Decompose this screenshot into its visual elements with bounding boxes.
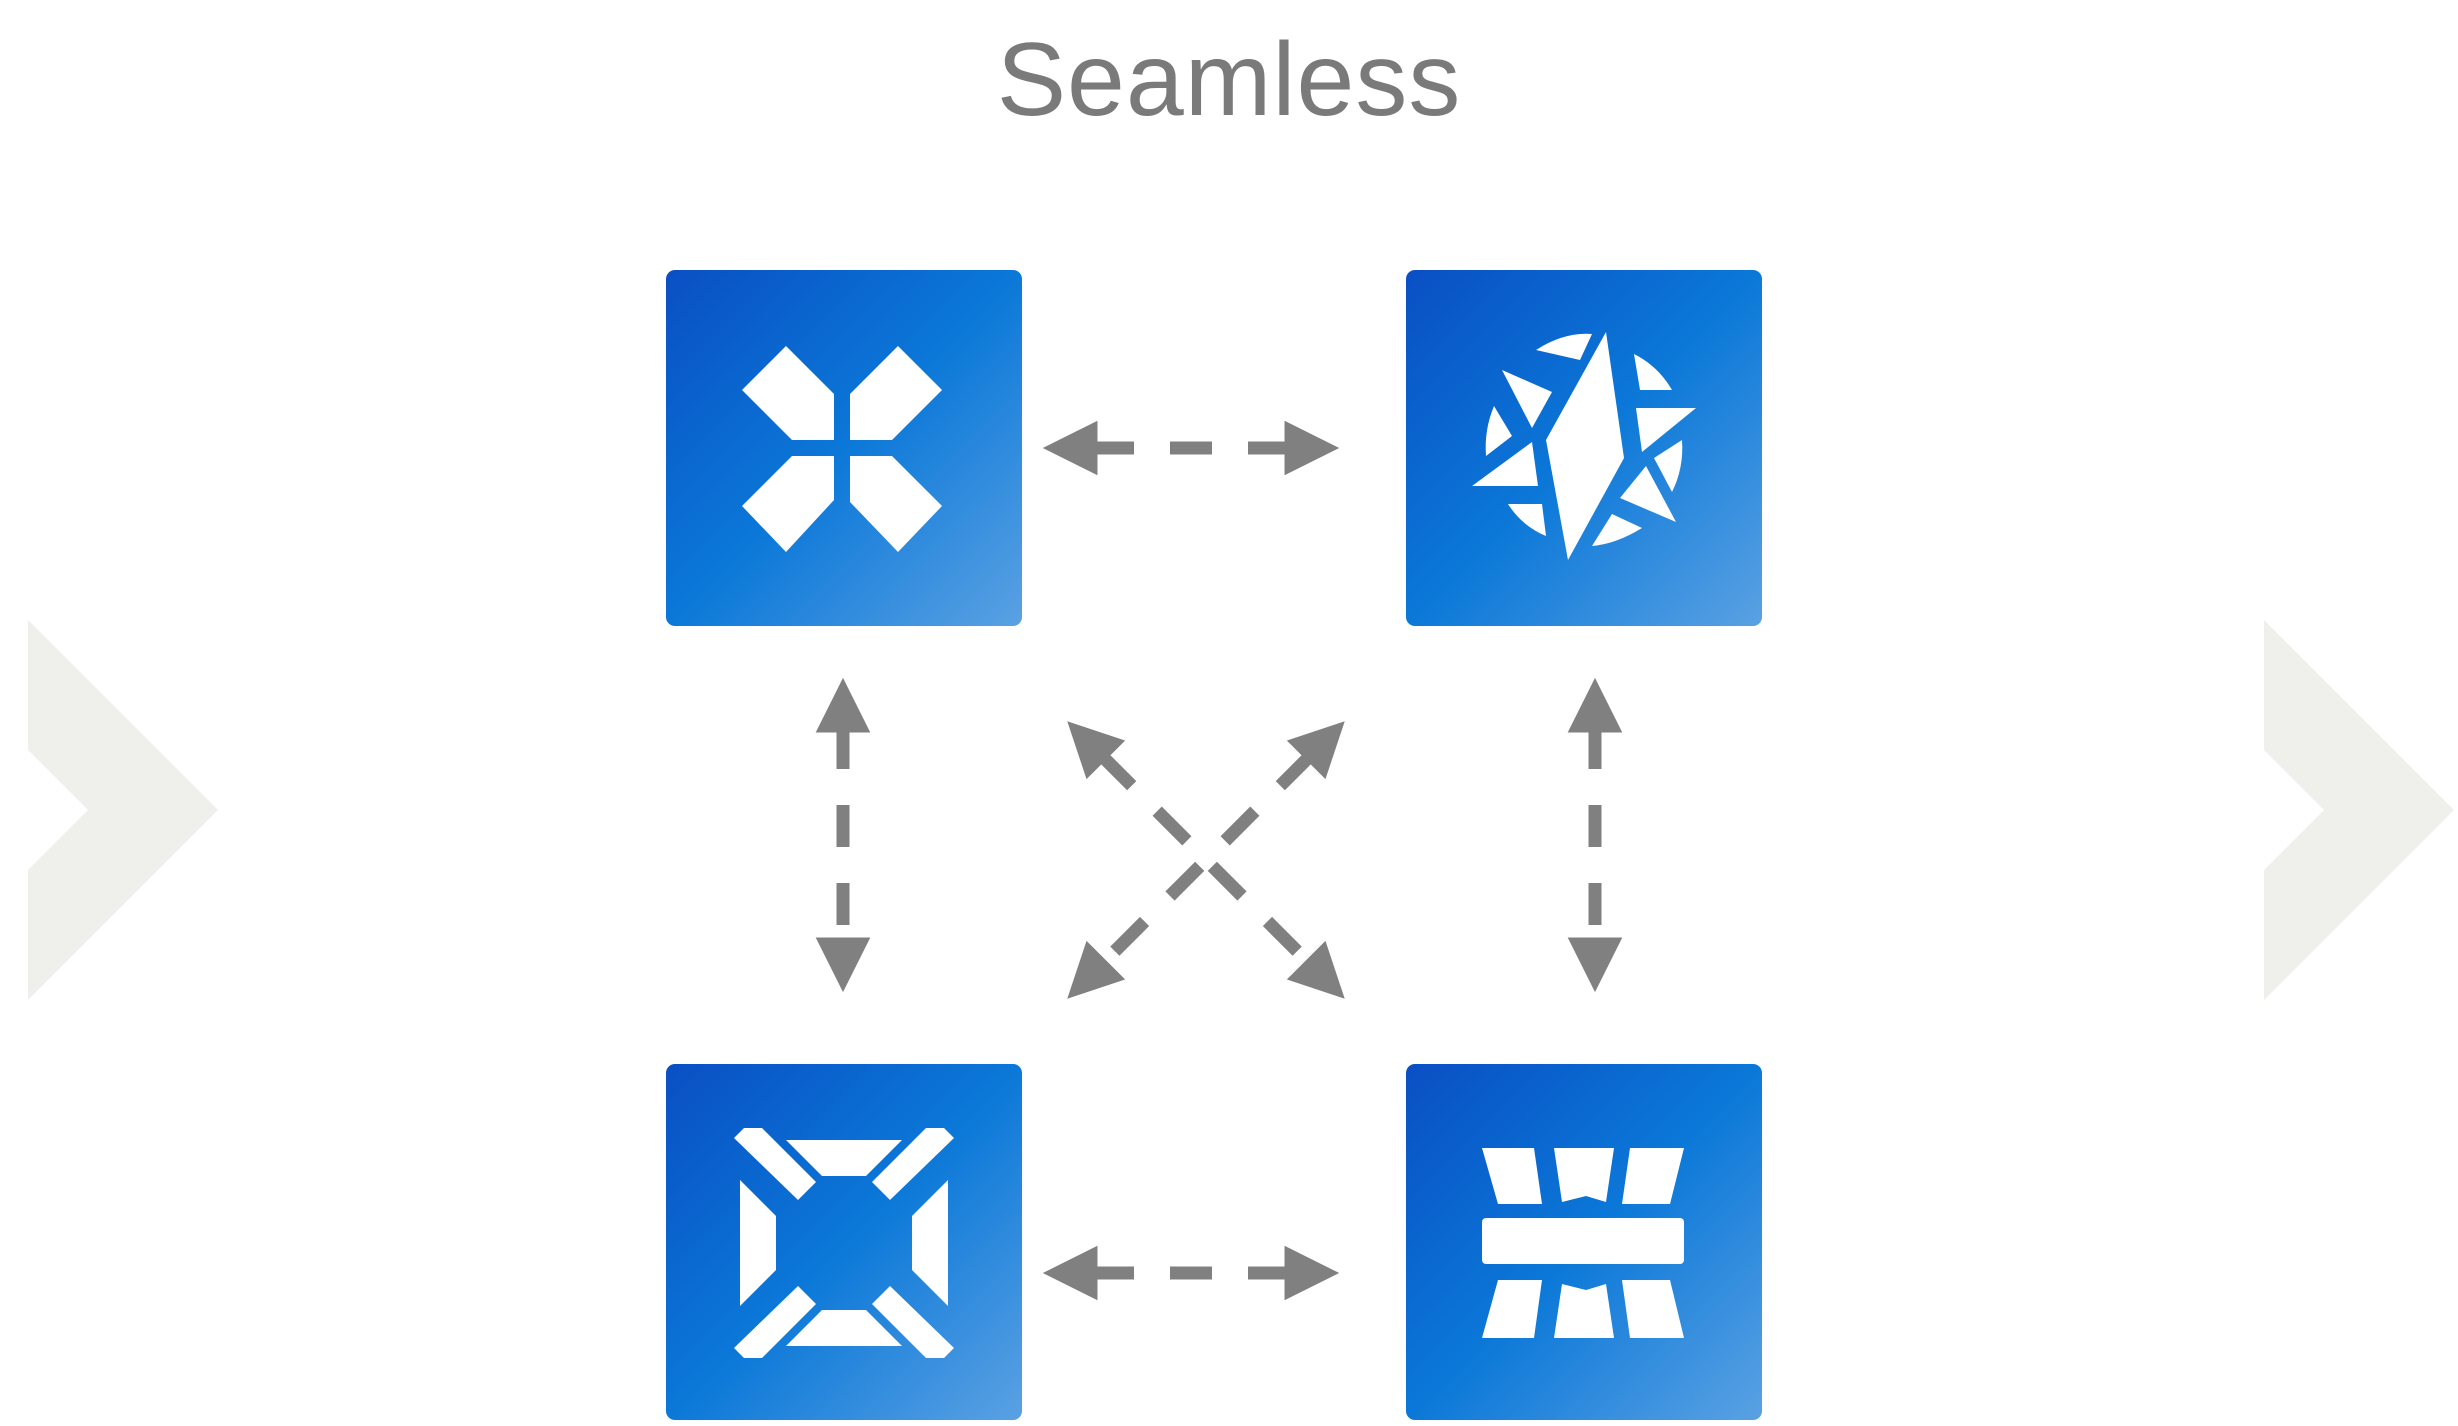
aperture-starburst-icon (1472, 332, 1696, 560)
connection-top-right-to-bottom-left (1067, 721, 1345, 999)
four-diamond-petals-icon (742, 346, 942, 552)
left-chevron-icon (28, 620, 218, 1000)
node-top-left (666, 270, 1022, 626)
page-title: Seamless (996, 22, 1462, 138)
grid-bar-icon (1482, 1148, 1684, 1338)
node-top-right (1406, 270, 1762, 626)
right-chevron-icon (2264, 620, 2454, 1000)
node-bottom-left (666, 1064, 1022, 1420)
x-frame-circle-icon (734, 1128, 954, 1358)
node-bottom-right (1406, 1064, 1762, 1420)
